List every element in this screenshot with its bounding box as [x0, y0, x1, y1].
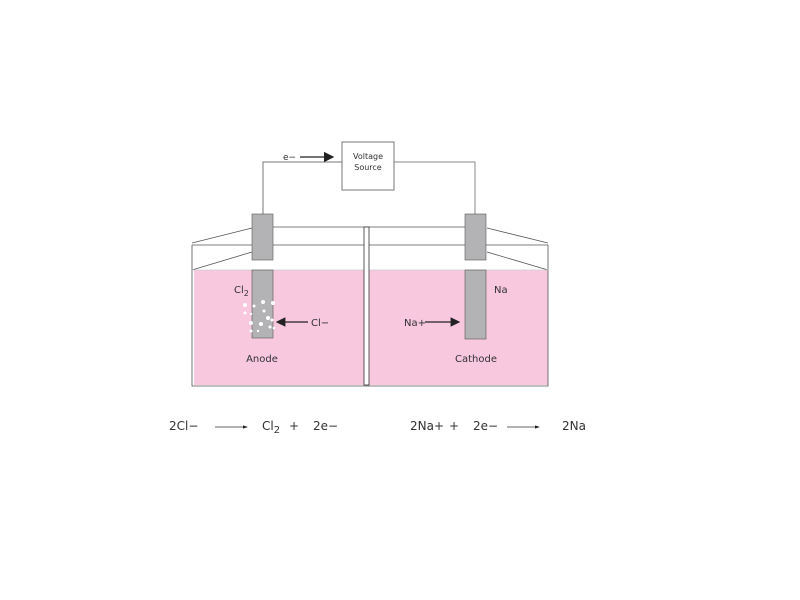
- anode-electrode: [251, 213, 274, 339]
- cathode-electrode: [464, 213, 487, 340]
- cathode-label: Cathode: [455, 354, 497, 365]
- divider-membrane: [363, 226, 370, 386]
- anode-equation: 2Cl− Cl2 + 2e−: [169, 419, 338, 436]
- anode-eq-reactant: 2Cl−: [169, 419, 198, 433]
- voltage-source-label-2: Source: [354, 163, 382, 172]
- cathode-eq-product: 2Na: [562, 419, 586, 433]
- wire-left: [262, 161, 342, 214]
- anode-eq-electrons: 2e−: [313, 419, 338, 433]
- voltage-source: Voltage Source: [341, 141, 395, 191]
- wire-right: [394, 161, 476, 214]
- anode-eq-plus: +: [289, 419, 299, 433]
- cathode-ion-label: Na+: [404, 318, 426, 329]
- chlorine-bubbles: [243, 300, 276, 333]
- cathode-eq-plus: +: [449, 419, 459, 433]
- anode-label: Anode: [246, 354, 278, 365]
- cathode-product-label: Na: [494, 285, 508, 296]
- anode-ion-label: Cl−: [311, 318, 329, 329]
- voltage-source-label-1: Voltage: [353, 152, 383, 161]
- cathode-eq-electrons: 2e−: [473, 419, 498, 433]
- anode-product-label: Cl2: [234, 285, 249, 298]
- anode-eq-product: Cl2: [262, 419, 280, 436]
- cathode-equation: 2Na+ + 2e− 2Na: [410, 419, 586, 433]
- cathode-eq-reactant: 2Na+: [410, 419, 444, 433]
- electron-label: e−: [283, 153, 296, 163]
